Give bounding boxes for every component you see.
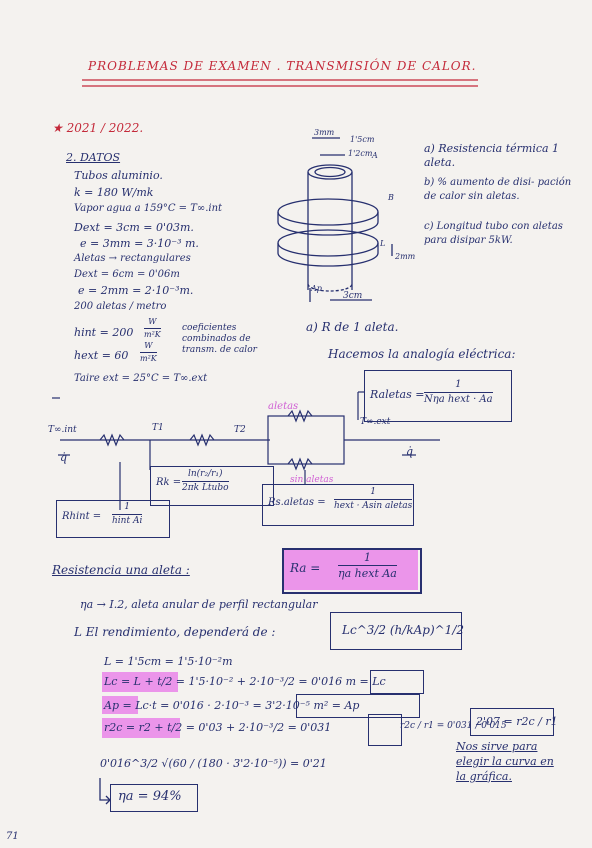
datos-line-1: Tubos aluminio. (74, 169, 163, 182)
t-ext-label: T∞.ext (360, 417, 391, 427)
rhint-box (56, 500, 170, 538)
ratio-box (368, 714, 402, 746)
rs-lhs: Rs.aletas = (268, 497, 326, 508)
datos-line-2: k = 180 W/mk (74, 186, 154, 199)
part-a-title: a) R de 1 aleta. (306, 320, 399, 334)
question-b: b) % aumento de disi- pación de calor si… (424, 177, 572, 202)
r-aletas-lhs: Raletas = (370, 388, 425, 401)
eta-line-1: ηa → I.2, aleta anular de perfil rectang… (80, 598, 318, 611)
exam-year: ★ 2021 / 2022. (52, 121, 144, 135)
datos-line-6: Aletas → rectangulares (74, 253, 191, 264)
rs-aletas-box (262, 484, 414, 526)
q-left: q̇ (60, 451, 68, 464)
q-right: q̇ (406, 445, 414, 458)
calc-L: L = 1'5cm = 1'5·10⁻²m (104, 655, 233, 668)
aletas-label: aletas (268, 401, 299, 412)
rk-frac: ln(r₂/r₁)2πk Ltubo (182, 469, 229, 493)
datos-line-9: 200 aletas / metro (74, 301, 167, 312)
lc-box (370, 670, 424, 694)
ratio-result: 2'07 = r2c / r1 (476, 715, 558, 728)
eta-expr: Lc^3/2 (h/kAp)^1/2 (342, 623, 464, 637)
ap-box (296, 694, 420, 718)
dim-12cm: 1'2cm (348, 149, 373, 158)
rhint-lhs: Rhint = (62, 511, 102, 522)
datos-line-5: e = 3mm = 3·10⁻³ m. (80, 237, 199, 250)
result-eta: ηa = 94% (118, 789, 182, 804)
page-title: PROBLEMAS DE EXAMEN . TRANSMISIÓN DE CAL… (88, 59, 477, 73)
calc-Lc: Lc = L + t/2 = 1'5·10⁻² + 2·10⁻³/2 = 0'0… (104, 675, 386, 688)
r2c-highlight (102, 718, 180, 738)
lc-highlight (102, 672, 178, 692)
label-Ap: Ap (311, 284, 322, 293)
brace-note: coeficientes combinados de transm. de ca… (182, 323, 257, 355)
eta-expr-box (330, 612, 462, 650)
ra-box (282, 548, 422, 594)
dim-3mm: 3mm (314, 128, 335, 137)
ra-lhs: Ra = (290, 561, 321, 575)
dim-2mm: 2mm (395, 252, 416, 261)
hext-label-text: hext = 60 (74, 349, 129, 362)
eta-line-2: L El rendimiento, dependerá de : (74, 625, 276, 639)
result-box (110, 784, 198, 812)
hint-label: hint = 200 (74, 326, 134, 339)
datos-line-7: Dext = 6cm = 0'06m (74, 269, 180, 280)
datos-line-4: Dext = 3cm = 0'03m. (74, 221, 194, 234)
datos-line-8: e = 2mm = 2·10⁻³m. (78, 284, 194, 297)
question-a: a) Resistencia térmica 1 aleta. (424, 142, 560, 170)
calc-r2c: r2c = r2 + t/2 = 0'03 + 2·10⁻³/2 = 0'031 (104, 721, 332, 734)
r-aletas-box (364, 370, 512, 422)
rk-lhs: Rk = (156, 477, 182, 488)
curve-note: Nos sirve para elegir la curva en la grá… (456, 740, 554, 783)
t1-label: T1 (152, 423, 164, 433)
datos-line-3: Vapor agua a 159°C = T∞.int (74, 203, 223, 214)
ra-highlight (282, 548, 418, 590)
ratio-result-box (470, 708, 554, 736)
sin-aletas-label: sin aletas (290, 475, 334, 485)
ratio-expr: r2c / r1 = 0'031 / 0'015 (400, 721, 507, 731)
page-number: 71 (6, 831, 19, 842)
ap-highlight (102, 696, 138, 714)
dim-15cm: 1'5cm (350, 135, 375, 144)
dim-3cm: 3cm (343, 291, 363, 301)
t-int-label: T∞.int (48, 425, 77, 435)
label-L: L (380, 239, 386, 248)
label-A: A (372, 151, 378, 160)
calc-Ap: Ap = Lc·t = 0'016 · 2·10⁻³ = 3'2·10⁻⁵ m²… (104, 699, 360, 712)
label-B: B (388, 193, 394, 202)
taire-line: Taire ext = 25°C = T∞.ext (74, 373, 208, 384)
t2-label: T2 (234, 425, 246, 435)
analogy-text: Hacemos la analogía eléctrica: (328, 347, 516, 361)
question-c: c) Longitud tubo con aletas para disipar… (424, 221, 563, 246)
rk-box (150, 466, 274, 506)
datos-heading: 2. DATOS (66, 151, 121, 164)
calc-expr: 0'016^3/2 √(60 / (180 · 3'2·10⁻⁵)) = 0'2… (100, 757, 327, 770)
resistencia-label: Resistencia una aleta : (52, 563, 190, 577)
